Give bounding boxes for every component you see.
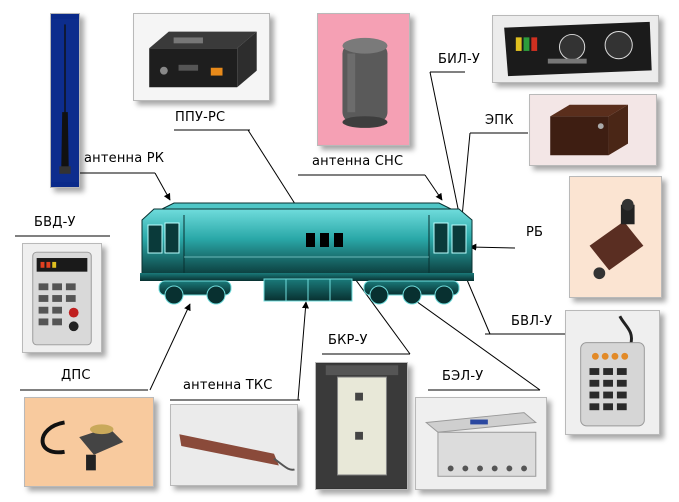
label-bvd-u: БВД-У <box>34 215 76 230</box>
bel-u-photo <box>415 397 547 490</box>
label-dps: ДПС <box>61 368 91 383</box>
ppu-rs-photo <box>133 13 270 101</box>
label-bel-u: БЭЛ-У <box>442 369 484 384</box>
label-bil-u: БИЛ-У <box>438 52 481 67</box>
label-antenna-tks: антенна ТКС <box>183 378 273 393</box>
label-epk: ЭПК <box>485 113 514 128</box>
label-bkr-u: БКР-У <box>328 333 368 348</box>
antenna-rk-photo <box>50 13 80 188</box>
label-bvl-u: БВЛ-У <box>511 314 553 329</box>
dps-photo <box>24 397 154 487</box>
label-antenna-sns: антенна СНС <box>312 154 404 169</box>
whip-antenna-icon <box>51 18 79 183</box>
bvd-u-photo <box>22 243 102 353</box>
bvl-u-photo <box>565 310 660 435</box>
bil-u-photo <box>492 15 659 83</box>
label-ppu-rs: ППУ-РС <box>175 110 226 125</box>
antenna-tks-photo <box>170 404 298 486</box>
antenna-sns-photo <box>317 13 410 146</box>
epk-photo <box>529 94 657 166</box>
rb-photo <box>569 176 662 298</box>
label-rb: РБ <box>526 225 544 240</box>
locomotive-icon <box>140 202 474 305</box>
label-antenna-rk: антенна РК <box>84 151 165 166</box>
bkr-u-photo <box>315 362 408 490</box>
